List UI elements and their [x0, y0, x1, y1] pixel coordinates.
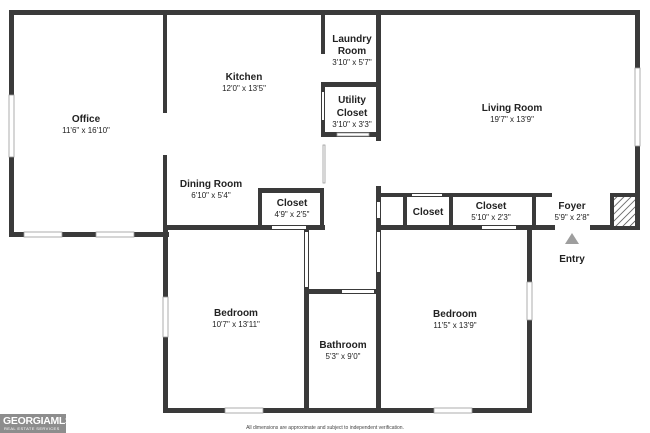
wall-closets-top — [376, 193, 552, 197]
window-utility-bottom — [336, 132, 370, 137]
wall-closet-a-right — [320, 188, 324, 228]
room-kitchen-name: Kitchen — [226, 72, 263, 83]
wall-office-bottom — [9, 232, 169, 237]
room-laundry-name-2: Room — [338, 46, 366, 57]
room-kitchen-dim: 12'0" x 13'5" — [222, 84, 266, 93]
room-closet-c-name: Closet — [476, 201, 507, 212]
wall-bathroom-right — [376, 225, 381, 413]
window-bedroom-left-side — [162, 296, 169, 338]
window-bedroom-right-bottom — [433, 407, 473, 414]
room-bedroom-left-dim: 10'7" x 13'11" — [212, 320, 260, 329]
wall-fireplace-left — [610, 193, 614, 230]
window-office-bottom-1 — [23, 231, 63, 238]
room-laundry-dim: 3'10" x 5'7" — [332, 58, 372, 67]
wall-closet-b-right — [449, 193, 453, 228]
room-dining-name: Dining Room — [180, 179, 242, 190]
window-bedroom-right-side — [526, 281, 533, 321]
room-laundry-name-1: Laundry — [332, 34, 372, 45]
room-dining-dim: 6'10" x 5'4" — [191, 191, 231, 200]
walls — [9, 10, 640, 413]
window-bedroom-left-bottom — [224, 407, 264, 414]
room-bedroom-left-name: Bedroom — [214, 308, 258, 319]
window-hall-top — [322, 144, 326, 184]
room-living-name: Living Room — [482, 103, 543, 114]
room-bedroom-right-dim: 11'5" x 13'9" — [433, 321, 476, 330]
room-bathroom-name: Bathroom — [319, 340, 366, 351]
door-hall-closet — [377, 202, 380, 218]
wall-bedroom-left-right — [304, 225, 309, 413]
room-closet-a-name: Closet — [277, 198, 308, 209]
wall-foyer-bottom — [590, 225, 640, 230]
doorways — [164, 56, 590, 293]
wall-laundry-bottom — [321, 82, 381, 87]
brand-logo: GEORGIAMLS REAL ESTATE SERVICES — [0, 414, 72, 433]
room-living-dim: 19'7" x 13'9" — [490, 115, 534, 124]
door-closet-b — [412, 194, 442, 196]
wall-closet-b-left — [403, 193, 407, 228]
door-hall-bedroom-right — [377, 232, 380, 272]
room-closet-a-dim: 4'9" x 2'5" — [275, 210, 310, 219]
wall-closet-c-right — [532, 193, 536, 228]
windows — [8, 67, 641, 414]
window-office-left — [8, 94, 15, 158]
wall-closet-a — [258, 188, 324, 193]
wall-laundry-left — [321, 10, 325, 54]
wall-closet-a-left — [258, 188, 262, 228]
up-arrow-icon — [565, 233, 579, 244]
fireplace — [614, 197, 635, 226]
wall-middle-left — [163, 225, 325, 230]
window-office-bottom-2 — [95, 231, 135, 238]
door-closet-c — [482, 226, 516, 229]
room-office-name: Office — [72, 114, 101, 125]
wall-bottom — [163, 408, 532, 413]
room-closet-c-dim: 5'10" x 2'3" — [471, 213, 511, 222]
room-office-dim: 11'6" x 16'10" — [62, 126, 110, 135]
wall-fireplace — [610, 193, 640, 197]
room-utility-name-1: Utility — [338, 95, 366, 106]
room-bathroom-dim: 5'3" x 9'0" — [326, 352, 361, 361]
window-living-right — [634, 67, 641, 147]
door-utility — [322, 92, 324, 120]
brand-logo-subtext: REAL ESTATE SERVICES — [4, 426, 60, 431]
room-labels: Office 11'6" x 16'10" Kitchen 12'0" x 13… — [62, 34, 590, 361]
opening-kitchen-dining — [164, 114, 166, 154]
wall-office-dining — [163, 155, 167, 237]
door-laundry — [322, 56, 324, 80]
room-foyer-dim: 5'9" x 2'8" — [555, 213, 590, 222]
wall-middle-right — [376, 225, 555, 230]
wall-office-kitchen — [163, 10, 167, 113]
room-utility-dim: 3'10" x 3'3" — [332, 120, 372, 129]
room-bedroom-right-name: Bedroom — [433, 309, 477, 320]
wall-laundry-right — [376, 10, 381, 141]
entry-label: Entry — [559, 254, 585, 265]
room-utility-name-2: Closet — [337, 108, 368, 119]
entry-marker: Entry — [559, 233, 585, 265]
room-foyer-name: Foyer — [558, 201, 585, 212]
room-closet-b-name: Closet — [413, 207, 444, 218]
brand-logo-text: GEORGIAMLS — [3, 415, 72, 427]
door-front — [555, 226, 590, 229]
door-closet-a — [272, 226, 306, 229]
door-hall-bathroom — [342, 290, 374, 293]
door-hall-bedroom-left — [305, 232, 308, 287]
wall-top-right — [323, 10, 639, 15]
footer-disclaimer: All dimensions are approximate and subje… — [246, 425, 404, 431]
